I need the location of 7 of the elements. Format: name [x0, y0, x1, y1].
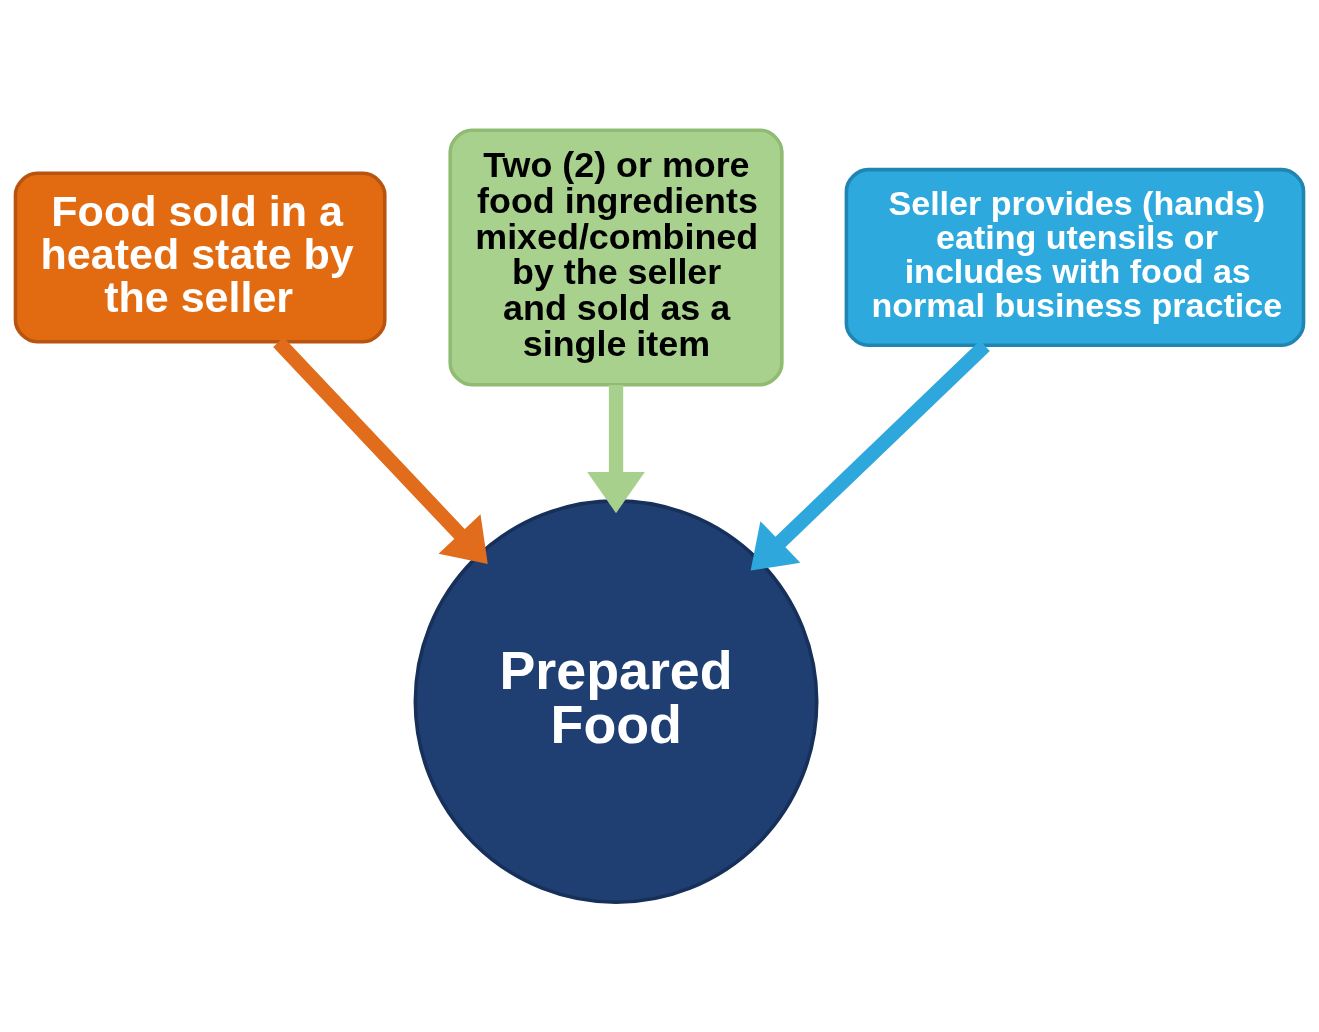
node-circle: Prepared Food	[413, 499, 819, 905]
node-box: Seller provides (hands) eating utensils or includes with food as normal business practice	[844, 167, 1306, 348]
arrow	[750, 340, 990, 571]
node-box: Food sold in a heated state by the seller	[13, 171, 387, 344]
arrow	[273, 337, 488, 564]
arrow	[587, 384, 645, 514]
node-box: Two (2) or more food ingredients mixed/combined by the seller and sold as a single item	[448, 128, 784, 387]
